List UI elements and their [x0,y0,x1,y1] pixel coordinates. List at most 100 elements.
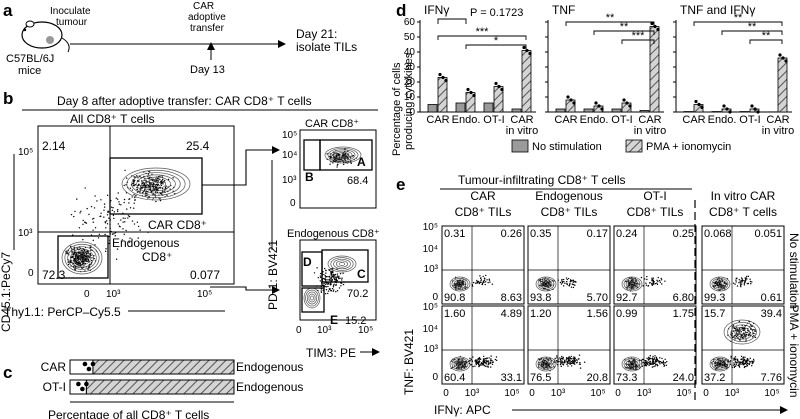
e-event-dot [747,360,749,362]
endo-subplot-dot [332,276,334,278]
d-significance-bracket [593,30,655,35]
e-event-dot [656,279,658,282]
e-event-dot [572,281,574,283]
e-density-contour [717,282,723,286]
scatter-event-dot [128,241,131,243]
d-replicate-dot [566,95,570,99]
d-replicate-dot [756,110,760,114]
e-density-contour [535,356,557,372]
e-quad-top-right: 0.051 [754,228,782,240]
e-row-label: PMA + ionomycin [787,304,800,397]
d-ytick-label: 10 [404,92,416,103]
e-event-dot [651,363,653,366]
endo-subplot-dot [325,286,327,288]
scatter-event-dot [120,204,122,206]
car-event-dot [161,178,164,181]
d-significance-stars: ** [748,21,757,33]
d-significance-bracket [465,44,527,49]
endo-subplot-dot [332,270,334,272]
e-event-dot [484,360,486,362]
endo-subplot-contour [336,260,348,268]
e-event-dot [659,281,662,283]
inoculate-label: Inoculate tumour [50,6,93,28]
panel-d: d Percentage of cells producing cytokine… [391,1,794,156]
e-event-dot [740,331,743,333]
e-event-dot [659,357,661,359]
endo-subplot-dot [342,283,345,286]
e-event-dot [656,365,659,367]
endo-subplot-contour [305,289,319,307]
e-event-dot [575,362,578,364]
endo-gate-arrow [210,286,272,291]
endo-subplot-dot [338,287,341,289]
car-event-dot [144,182,146,184]
e-event-dot [733,362,735,364]
endo-subplot-dot [340,285,342,287]
e-density-contour [457,362,463,366]
e-quad-top-right: 1.75 [673,308,694,320]
main-dot-plot: All CD8⁺ T cells 2.14 25.4 72.3 0.077 CA… [0,112,235,332]
d-significance-bracket [565,21,655,26]
car-subplot-dot [329,153,332,155]
e-density-contour [625,279,639,289]
endo-subplot-dot [327,276,329,278]
e-event-dot [754,329,756,331]
car-event-dot [154,193,156,196]
endo-subplot-dot [322,285,325,287]
e-event-dot [470,358,472,361]
car-event-dot [162,183,164,185]
e-event-dot [754,336,757,339]
e-event-dot [729,360,732,362]
e-event-dot [477,281,479,284]
tim3-arrowhead [372,348,380,356]
e-event-dot [737,361,739,364]
e-density-contour [623,358,641,370]
car-density-contour [136,174,176,194]
e-event-dot [651,284,654,286]
e-event-dot [749,357,752,360]
e-event-dot [484,283,486,286]
endo-subplot-dot [324,275,326,277]
scatter-event-dot [133,207,135,209]
d-ytick-label: 60 [404,17,416,28]
e-event-dot [566,360,569,363]
car-event-dot [159,199,162,202]
c-replicate-dot [90,361,96,367]
endo-subplot-dot [324,278,326,280]
e-xtick-label: 10³ [551,388,566,399]
e-event-dot [556,355,558,357]
endo-subplot-dot [323,285,326,287]
e-event-dot [558,360,560,363]
endo-subplot-dot [322,277,325,280]
d-replicate-dot [778,53,782,57]
endogenous-gate [57,235,109,279]
e-event-dot [660,279,663,281]
scatter-event-dot [109,239,111,242]
main-plot-events [61,167,191,275]
endo-subplot-dot [336,276,338,279]
e-event-dot [664,280,666,282]
timeline-arrowhead [278,40,286,48]
panel-c-letter: c [3,363,12,382]
e-event-dot [751,364,753,367]
car-subplot-contour [324,146,362,164]
e-event-dot [570,362,573,365]
car-event-dot [129,187,132,189]
e-event-dot [738,331,741,333]
e-event-dot [749,361,751,363]
endogenous-event-dot [67,251,69,253]
e-column-header: In vitro CAR [711,189,776,203]
e-event-dot [482,358,485,360]
e-event-dot [739,361,741,364]
endo-subplot-dot [330,270,332,272]
e-quad-bottom-right: 6.80 [673,292,694,304]
endogenous-event-dot [81,249,83,252]
car-event-dot [161,190,164,192]
e-density-contour [539,279,553,289]
e-event-dot [488,357,490,359]
car-density-contour [121,167,191,201]
car-event-dot [155,200,157,203]
e-density-contour [730,324,754,340]
endo-subplot-contour [308,293,316,303]
